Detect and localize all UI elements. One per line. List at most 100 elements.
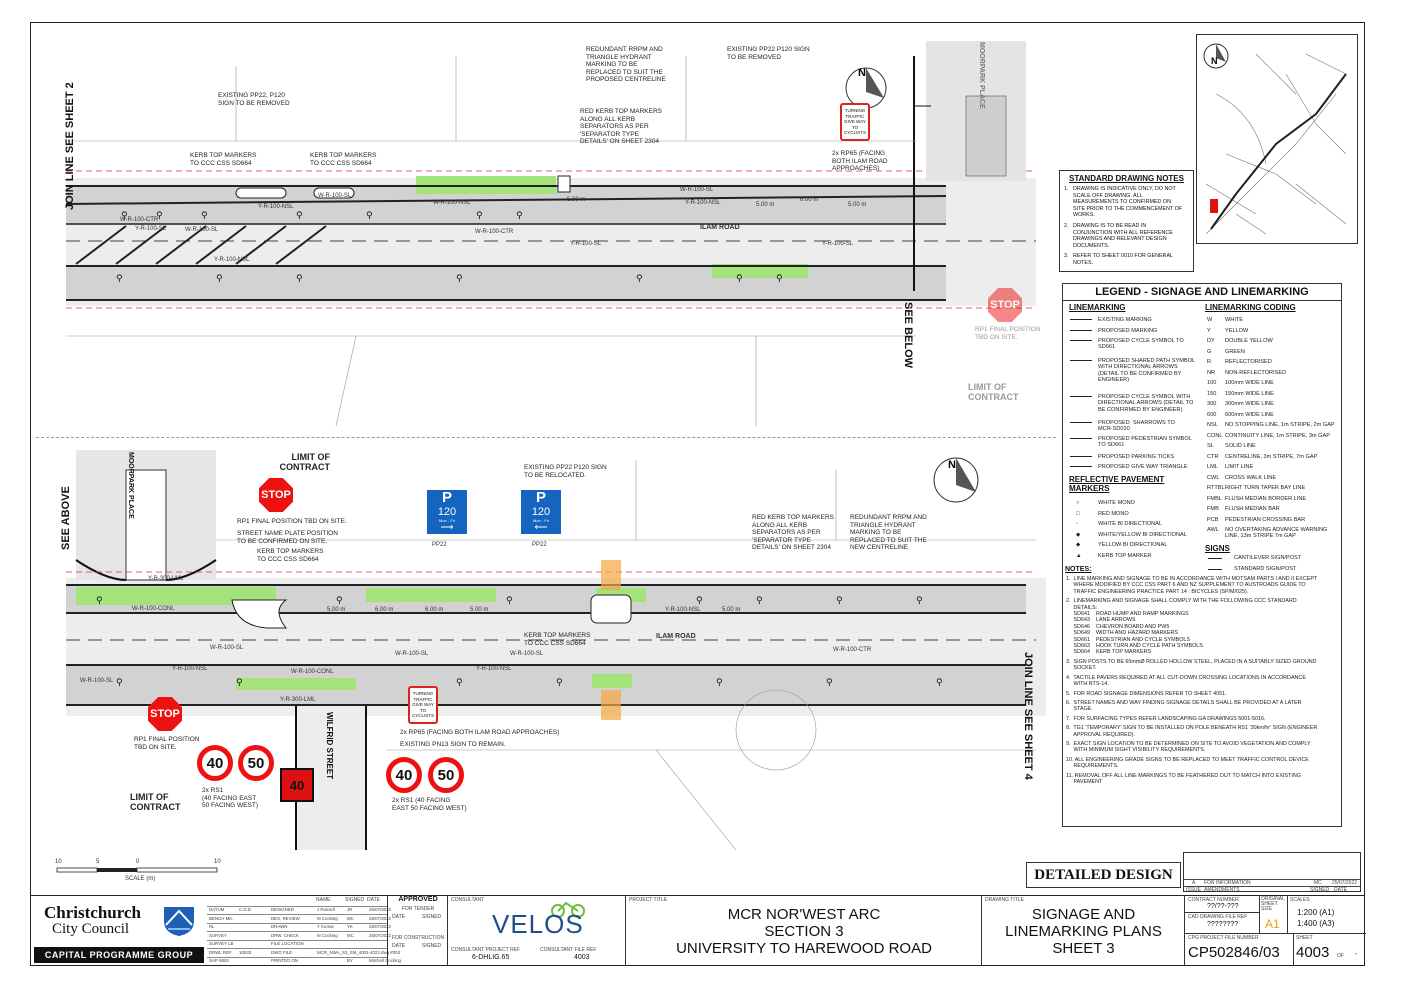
velos-logo: VELOS bbox=[492, 909, 584, 939]
legend-rpm-symbol: ▲ bbox=[1076, 552, 1082, 559]
legend-code-key: G bbox=[1207, 348, 1212, 355]
bottom-dim-3: 6.00 m bbox=[425, 607, 444, 613]
sheet-label: SHEET bbox=[1296, 935, 1313, 941]
tb-cell: SURVEY bbox=[209, 932, 227, 938]
top-callout-2: KERB TOP MARKERS TO CCC CSS SD664 bbox=[190, 152, 257, 167]
legend-lm-symbol bbox=[1070, 438, 1092, 439]
legend-code-desc: GREEN bbox=[1225, 348, 1245, 355]
top-mark-1: W-R-100-SL bbox=[318, 193, 352, 199]
top-mark-6: W-R-100-SL bbox=[185, 227, 219, 233]
velos-bike-icon bbox=[551, 901, 585, 918]
scale-tick-1: 10 bbox=[55, 859, 62, 865]
legend-lm-item: PROPOSED PARKING TICKS bbox=[1098, 454, 1174, 460]
standard-note-1: 1. DRAWING IS INDICATIVE ONLY, DO NOT SC… bbox=[1064, 186, 1183, 219]
tb-row-line bbox=[207, 939, 387, 941]
top-rp1-note: RP1 FINAL POSITION TBD ON SITE. bbox=[975, 326, 1041, 341]
bottom-road-name: ILAM ROAD bbox=[656, 633, 696, 640]
legend-code-key: CTR bbox=[1207, 453, 1219, 460]
tb-cell: 25/07/2022 bbox=[369, 915, 391, 921]
legend-code-desc: NO OVERTAKING ADVANCE WARNING LINE, 13m … bbox=[1225, 527, 1328, 540]
detailed-design-stamp: DETAILED DESIGN bbox=[1026, 862, 1181, 888]
top-callout-4: REDUNDANT RRPM AND TRIANGLE HYDRANT MARK… bbox=[586, 46, 666, 83]
scale-tick-3: 0 bbox=[136, 859, 140, 865]
p120-sign-2-letter: P bbox=[535, 489, 546, 506]
rev-date: 25/07/2022 bbox=[1332, 880, 1358, 886]
legend-note: 7. FOR SURFACING TYPES REFER LANDSCAPING… bbox=[1066, 715, 1266, 722]
tb-cell: FILE LOCATION bbox=[271, 941, 304, 946]
tb-cell: Y Kumar bbox=[317, 924, 335, 929]
key-map: N bbox=[1196, 34, 1358, 244]
legend-code-desc: SOLID LINE bbox=[1225, 443, 1256, 449]
bottom-callout-10: EXISTING PN13 SIGN TO REMAIN. bbox=[400, 741, 506, 748]
rev-desc: FOR INFORMATION bbox=[1204, 880, 1251, 886]
tb-cell: BY bbox=[347, 958, 353, 963]
legend-note: 3. SIGN POSTS TO BE 65mmØ ROLLED HOLLOW … bbox=[1066, 658, 1317, 672]
tb-cell: YK bbox=[347, 924, 353, 929]
legend-rpm-symbol: ◆ bbox=[1076, 531, 1081, 538]
drawing-line-3: SHEET 3 bbox=[1052, 940, 1115, 957]
scale-tick-2: 5 bbox=[96, 859, 100, 865]
legend-code-desc: 600mm WIDE LINE bbox=[1225, 411, 1274, 418]
legend-code-key: 600 bbox=[1207, 411, 1217, 418]
consultant-cell: CONSULTANT VELOS CONSULTANT PROJECT REF … bbox=[447, 895, 625, 965]
top-moorpark-label: MOORPARK PLACE bbox=[978, 42, 985, 109]
legend-code-key: DY bbox=[1207, 338, 1215, 344]
svg-text:⚲: ⚲ bbox=[916, 596, 923, 606]
p120-sign-1-num: 120 bbox=[437, 506, 457, 518]
drawing-sheet bbox=[30, 22, 1365, 966]
legend-note: 8. TG1 'TEMPORARY' SIGN TO BE INSTALLED … bbox=[1066, 725, 1318, 738]
contract-number: ??/??-??? bbox=[1207, 903, 1239, 910]
consultant-file-label: CONSULTANT FILE REF bbox=[540, 947, 597, 953]
legend-code-key: RTTBL bbox=[1207, 485, 1225, 491]
approved-signed-lbl: SIGNED bbox=[422, 914, 442, 920]
top-mark-10: W-R-100-SL bbox=[680, 187, 714, 193]
legend-code-desc: CROSS WALK LINE bbox=[1225, 474, 1277, 481]
legend-notes-head: NOTES: bbox=[1065, 566, 1092, 573]
tb-cell: 10533 bbox=[239, 949, 252, 955]
wilfrid-street-label: WILFRID STREET bbox=[325, 712, 334, 780]
svg-text:⚲: ⚲ bbox=[96, 596, 103, 606]
council-logo-area: Christchurch City Council CAPITAL PROGRA… bbox=[30, 895, 207, 966]
scale-tick-4: 10 bbox=[214, 859, 221, 865]
legend-lm-item: PROPOSED GIVE WAY TRIANGLE bbox=[1098, 464, 1188, 470]
svg-text:⚲: ⚲ bbox=[756, 596, 763, 606]
top-callout-6: EXISTING PP22 P120 SIGN TO BE REMOVED bbox=[727, 46, 810, 61]
join-line-right: JOIN LINE SEE SHEET 4 bbox=[1022, 652, 1034, 780]
project-line-1: MCR NOR'WEST ARC bbox=[727, 906, 881, 923]
legend-code-desc: YELLOW bbox=[1225, 327, 1249, 334]
tb-cell: MC bbox=[347, 932, 354, 938]
legend-lm-item: PROPOSED SHARED PATH SYMBOL WITH DIRECTI… bbox=[1098, 358, 1196, 384]
tb-cell: BENCH MK. bbox=[209, 915, 234, 921]
p120-sign-1-sub: Mon - Fri bbox=[439, 518, 455, 523]
bottom-callout-1: RP1 FINAL POSITION TBD ON SITE. bbox=[237, 518, 347, 525]
legend-code-desc: REFLECTORISED bbox=[1225, 359, 1272, 365]
cad-label: CAD DRAWING FILE REF bbox=[1188, 914, 1248, 920]
legend-lm-symbol bbox=[1070, 466, 1092, 467]
legend-code-desc: LIMIT LINE bbox=[1225, 464, 1254, 470]
speed-sign-50-b: 50 bbox=[428, 757, 464, 793]
project-line-3: UNIVERSITY TO HAREWOOD ROAD bbox=[676, 940, 932, 957]
standard-note-3: 3. REFER TO SHEET 0010 FOR GENERAL NOTES… bbox=[1064, 253, 1174, 266]
tb-cell: DESIGNED bbox=[271, 907, 294, 912]
orig-size: A1 bbox=[1265, 917, 1280, 931]
svg-text:⚲: ⚲ bbox=[636, 274, 643, 284]
legend-code-desc: 100mm WIDE LINE bbox=[1225, 380, 1274, 386]
svg-text:N: N bbox=[948, 459, 956, 471]
p120-sign-1: P 120 Mon - Fri ⟶ bbox=[427, 490, 467, 534]
legend-code-desc: 150mm WIDE LINE bbox=[1225, 390, 1274, 397]
top-mark-12: Y-R-100-SL bbox=[822, 241, 854, 247]
tb-cell: C.D.D bbox=[239, 907, 251, 912]
bottom-mark-9: Y-R-100-NSL bbox=[665, 607, 701, 613]
legend-code-key: W bbox=[1207, 317, 1213, 323]
legend-sign-symbol bbox=[1208, 568, 1222, 570]
legend-code-key: LML bbox=[1207, 464, 1218, 470]
capital-programme-group: CAPITAL PROGRAMME GROUP bbox=[34, 947, 204, 963]
bottom-callout-11: 2x RS1 (40 FACING EAST 50 FACING WEST) bbox=[202, 787, 258, 809]
svg-text:N: N bbox=[858, 67, 866, 79]
legend-notes: 1. LINE MARKING AND SIGNAGE TO BE IN ACC… bbox=[1066, 576, 1340, 788]
svg-text:⚲: ⚲ bbox=[476, 211, 483, 221]
bottom-mark-8: W-R-100-CTR bbox=[833, 647, 872, 653]
tb-row-line bbox=[207, 905, 387, 907]
bottom-stop-sign-2: STOP bbox=[148, 697, 182, 731]
